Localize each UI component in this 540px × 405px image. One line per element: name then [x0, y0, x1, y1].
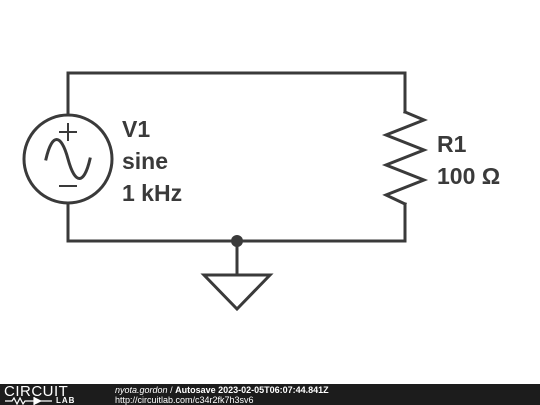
logo-wave-icon — [5, 396, 52, 405]
circuit-title: Autosave 2023-02-05T06:07:44.841Z — [175, 385, 329, 395]
source-name-label: V1 — [122, 116, 150, 142]
resistor-name-label: R1 — [437, 131, 467, 157]
logo-text-top: CIRCUIT — [4, 383, 69, 400]
resistor-r1[interactable] — [381, 110, 429, 206]
source-frequency-label: 1 kHz — [122, 180, 182, 206]
logo-text-bottom: LAB — [56, 396, 76, 405]
voltage-source-v1[interactable] — [22, 113, 114, 205]
circuit-url[interactable]: http://circuitlab.com/c34r2fk7h3sv6 — [115, 395, 254, 405]
circuitlab-logo[interactable]: CIRCUIT LAB — [4, 383, 104, 405]
ground-symbol[interactable] — [200, 273, 274, 312]
source-type-label: sine — [122, 148, 168, 174]
title-separator: / — [170, 385, 173, 395]
author-name[interactable]: nyota.gordon — [115, 385, 168, 395]
footer-bar: CIRCUIT LAB nyota.gordon / Autosave 2023… — [0, 384, 540, 405]
sine-wave-icon — [44, 138, 92, 180]
footer-title-line: nyota.gordon / Autosave 2023-02-05T06:07… — [115, 385, 329, 395]
resistor-value-label: 100 Ω — [437, 163, 500, 189]
plus-sign-icon — [59, 123, 77, 141]
junction-node — [231, 235, 243, 247]
footer-meta: nyota.gordon / Autosave 2023-02-05T06:07… — [115, 385, 329, 405]
schematic-canvas: V1 sine 1 kHz R1 100 Ω — [22, 71, 500, 312]
